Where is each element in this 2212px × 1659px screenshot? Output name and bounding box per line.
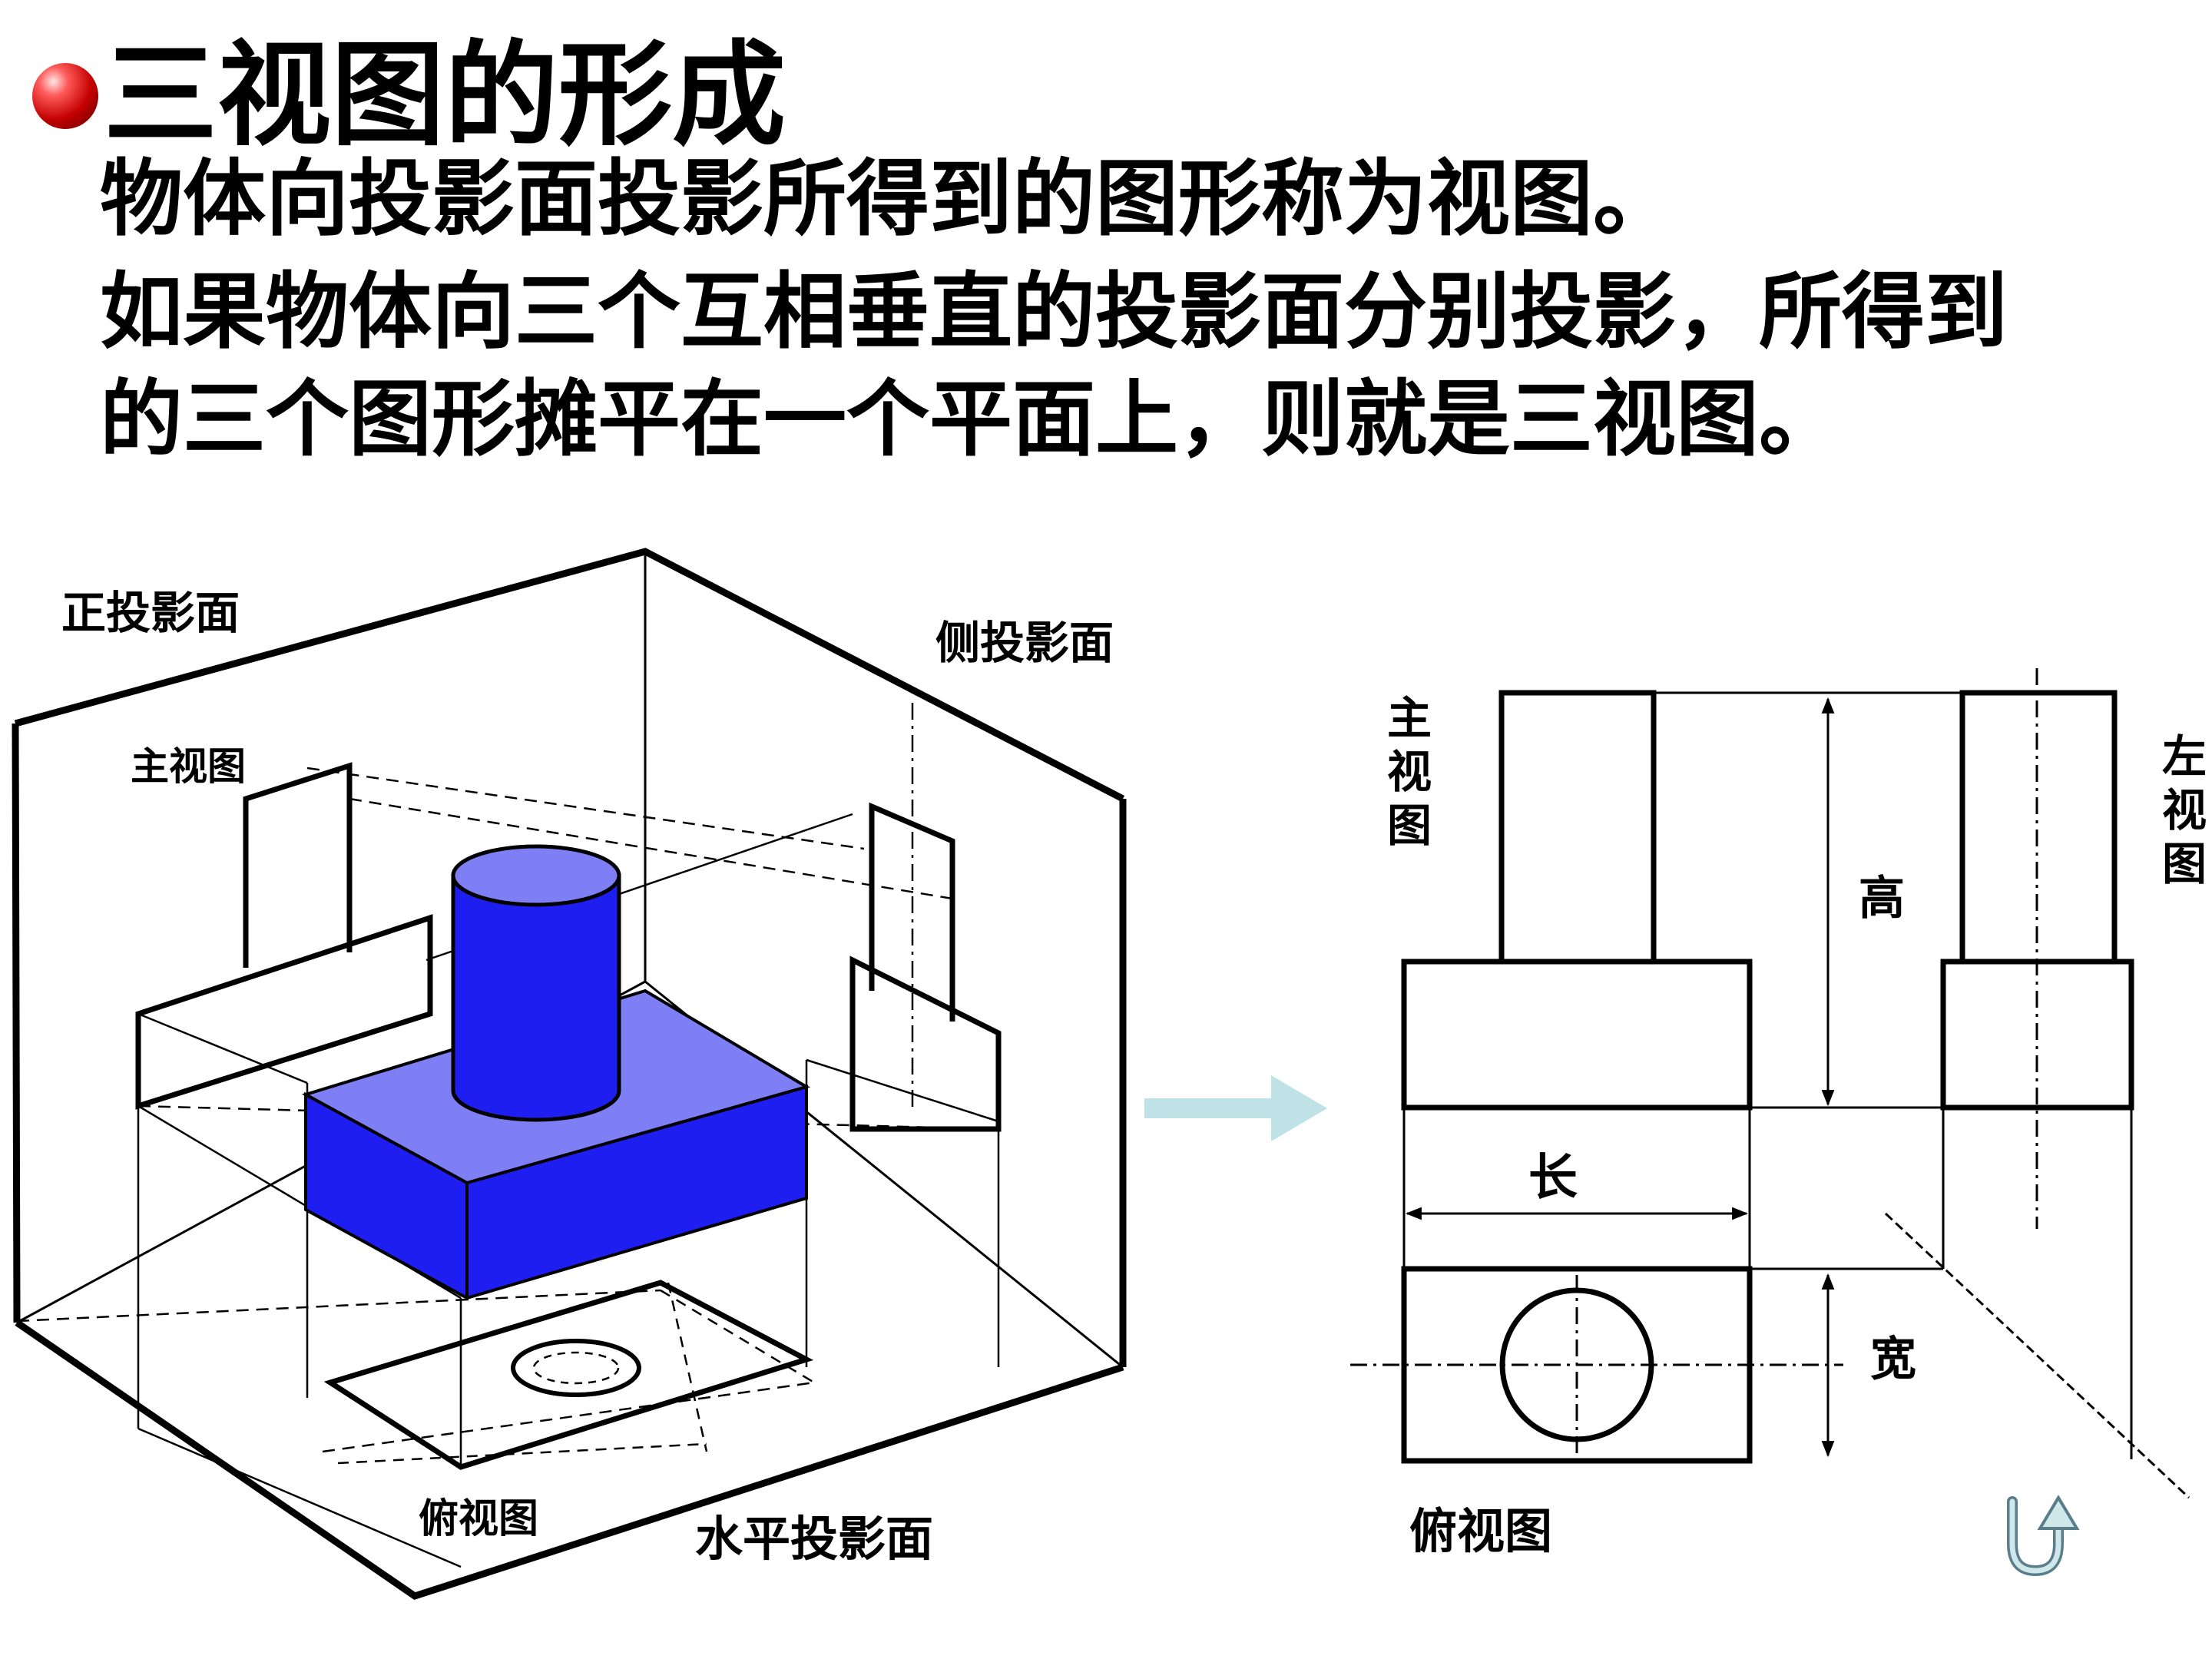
- top-view-footprint: [323, 1280, 814, 1470]
- bullet-icon: [32, 63, 98, 129]
- front-view: [1401, 690, 1753, 1111]
- front-plane-label: 正投影面: [61, 587, 240, 639]
- construction-lines: [1350, 668, 2190, 1499]
- horizontal-projection-plane: [15, 1320, 1124, 1600]
- arrow-right-icon: [1144, 1075, 1327, 1141]
- front-projection-plane: [14, 548, 1125, 802]
- return-arrow-icon: [2007, 1495, 2080, 1577]
- cylinder-top: [451, 844, 621, 907]
- definition-line-2: 如果物体向三个互相垂直的投影面分别投影，所得到: [100, 264, 2008, 360]
- width-label: 宽: [1870, 1333, 1916, 1386]
- ortho-front-view-char-2: 视: [1387, 746, 1432, 798]
- front-view-silhouette: [135, 762, 433, 1110]
- ortho-front-view-char-1: 主: [1387, 692, 1432, 744]
- definition-line-1: 物体向投影面投影所得到的图形称为视图。: [100, 151, 1677, 247]
- height-label: 高: [1859, 872, 1905, 926]
- length-label: 长: [1528, 1149, 1578, 1207]
- ortho-left-view-label: 左 视 图: [2162, 730, 2212, 890]
- top-view-circle: [511, 1339, 641, 1397]
- cylinder-body: [451, 873, 621, 1122]
- ortho-front-view-char-3: 图: [1387, 800, 1432, 852]
- side-view-silhouette: [849, 802, 1002, 1132]
- orthographic-diagram: [1350, 668, 2190, 1499]
- ortho-left-view-char-3: 图: [2162, 838, 2207, 890]
- ortho-left-view-char-1: 左: [2162, 730, 2207, 783]
- ortho-front-view-label: 主 视 图: [1387, 692, 1447, 852]
- top-view-circle-inner: [532, 1351, 620, 1385]
- front-view-label: 主视图: [131, 743, 246, 789]
- top-view-label: 俯视图: [419, 1495, 538, 1542]
- horizontal-plane-label: 水平投影面: [695, 1511, 933, 1567]
- ortho-top-view-label: 俯视图: [1409, 1503, 1552, 1559]
- ortho-left-view-char-2: 视: [2162, 784, 2207, 836]
- definition-line-3: 的三个图形摊平在一个平面上，则就是三视图。: [100, 372, 1843, 468]
- isometric-diagram: [12, 548, 1127, 1600]
- page-title: 三视图的形成: [104, 29, 786, 161]
- side-plane-label: 侧投影面: [935, 617, 1114, 669]
- front-plane-left-edge: [12, 723, 21, 1323]
